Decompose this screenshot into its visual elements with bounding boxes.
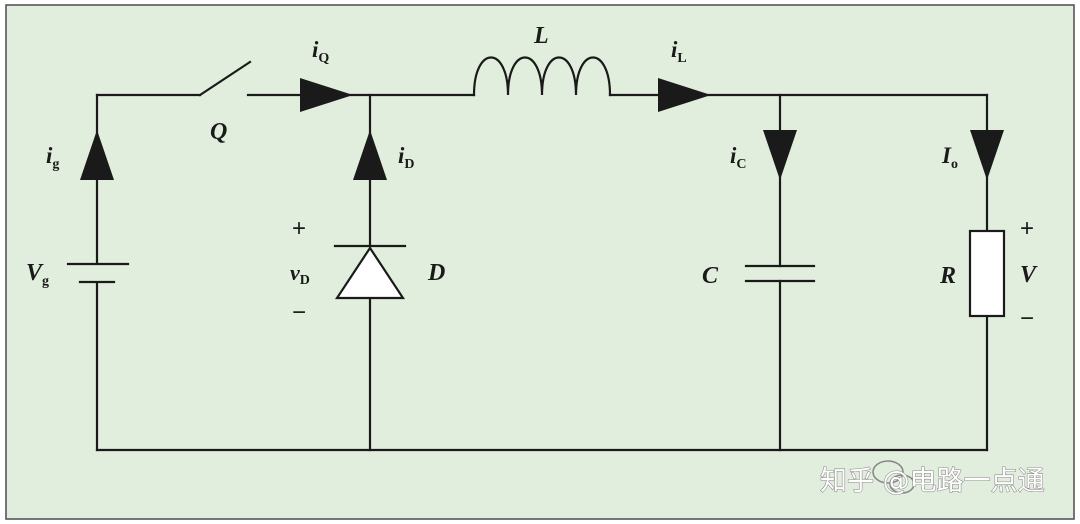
watermark: 知乎 @电路一点通 — [819, 460, 1045, 498]
label-current-il: iL — [671, 37, 687, 66]
label-diode-d: D — [427, 260, 445, 286]
inductor-coil — [472, 56, 612, 97]
arrow-iq — [300, 78, 353, 112]
label-resistor-r: R — [939, 263, 956, 289]
arrow-il — [658, 78, 711, 112]
sign-output-plus: + — [1020, 215, 1034, 242]
arrow-ic — [763, 130, 797, 180]
label-current-io: Io — [941, 143, 958, 172]
diagram-background — [5, 4, 1075, 520]
diode-symbol — [333, 244, 407, 300]
label-current-ig: ig — [46, 143, 59, 172]
resistor-symbol — [968, 229, 1006, 318]
label-current-iq: iQ — [312, 37, 329, 66]
arrow-ig — [80, 130, 114, 180]
label-capacitor-c: C — [702, 263, 719, 289]
label-current-ic: iC — [730, 143, 747, 172]
switch-blade — [198, 60, 252, 97]
sign-diode-plus: + — [292, 215, 306, 242]
label-source-vg: Vg — [26, 260, 49, 289]
label-output-voltage-v: V — [1020, 262, 1038, 288]
watermark-text: 知乎 @电路一点通 — [820, 466, 1045, 497]
sign-output-minus: − — [1020, 305, 1034, 332]
capacitor-symbol — [744, 264, 816, 283]
sign-diode-minus: − — [292, 299, 306, 326]
label-switch-q: Q — [210, 119, 227, 145]
wechat-bubble-icon — [872, 460, 915, 494]
input-source-battery — [66, 262, 130, 284]
label-inductor-l: L — [533, 23, 549, 49]
arrow-id — [353, 130, 387, 180]
arrow-io — [970, 130, 1004, 180]
label-current-id: iD — [398, 143, 415, 172]
label-diode-voltage-vd: vD — [290, 260, 310, 288]
